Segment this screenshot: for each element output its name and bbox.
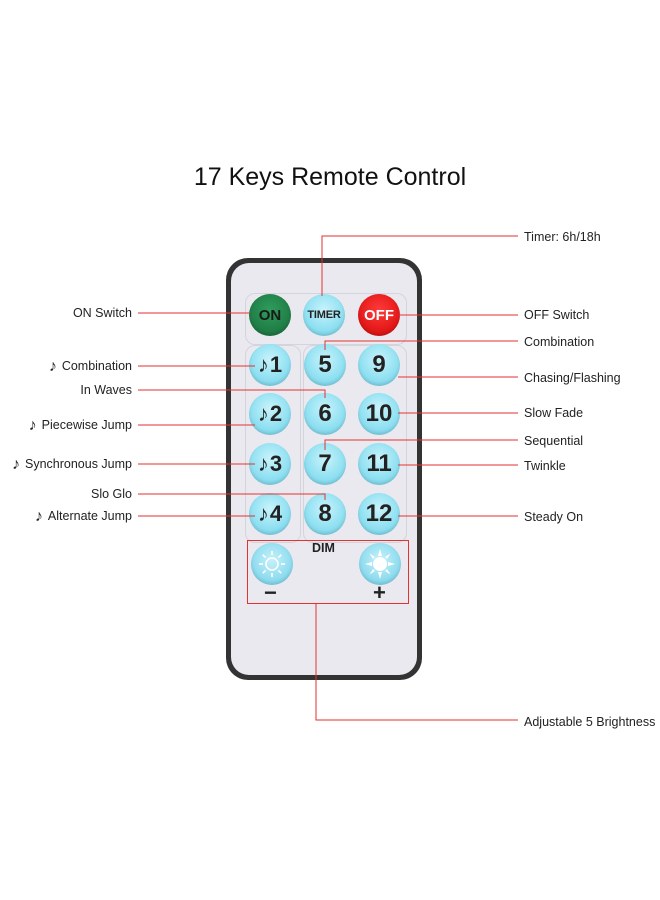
key-7-label: 7 (318, 450, 332, 477)
dim-section-highlight (247, 540, 409, 604)
music-note-icon: ♪ (34, 508, 43, 525)
label-chasing-flashing: Chasing/Flashing (524, 371, 621, 385)
label-in-waves: In Waves (80, 383, 132, 397)
music-note-icon: ♪ (257, 451, 269, 476)
label-steady-on: Steady On (524, 510, 584, 524)
key-8-label: 8 (318, 500, 332, 527)
dim-plus-sign: + (373, 580, 386, 605)
label-combination: Combination (524, 335, 595, 349)
timer-key[interactable]: TIMER (303, 294, 345, 336)
off-key-label: OFF (364, 306, 394, 324)
key-6[interactable]: 6 (304, 393, 346, 435)
dim-up-key[interactable] (359, 543, 401, 585)
key-9-label: 9 (372, 351, 386, 378)
dim-label: DIM (312, 541, 335, 555)
key-9[interactable]: 9 (358, 344, 400, 386)
label-synchronous-jump: ♪Synchronous Jump (11, 456, 132, 473)
label-sequential: Sequential (524, 434, 584, 448)
music-note-icon: ♪ (28, 417, 37, 434)
label-music-combination: ♪Combination (48, 358, 132, 375)
music-note-icon: ♪ (48, 358, 57, 375)
key-11[interactable]: 11 (358, 443, 400, 485)
music-note-icon: ♪ (11, 456, 20, 473)
music-note-icon: ♪ (257, 352, 269, 377)
label-piecewise-jump: ♪Piecewise Jump (28, 417, 132, 434)
key-5-label: 5 (318, 351, 332, 378)
music-key-3-label: 3 (269, 451, 283, 476)
sun-outline-icon (259, 551, 285, 577)
on-key-label: ON (258, 306, 282, 324)
dim-down-key[interactable] (251, 543, 293, 585)
music-key-3[interactable]: ♪3 (249, 443, 291, 485)
label-on-switch: ON Switch (72, 306, 132, 320)
mode-key-group (303, 345, 407, 543)
key-5[interactable]: 5 (304, 344, 346, 386)
diagram-title: 17 Keys Remote Control (193, 163, 467, 191)
key-8[interactable]: 8 (304, 493, 346, 535)
music-key-4[interactable]: ♪4 (249, 493, 291, 535)
label-adjustable-brightness: Adjustable 5 Brightness (524, 715, 656, 729)
music-key-1[interactable]: ♪1 (249, 344, 291, 386)
label-off-switch: OFF Switch (524, 308, 590, 322)
music-key-2-label: 2 (269, 401, 283, 426)
label-alternate-jump: ♪Alternate Jump (34, 508, 132, 525)
label-slo-glo: Slo Glo (91, 487, 132, 501)
key-10-label: 10 (365, 400, 393, 427)
music-key-2[interactable]: ♪2 (249, 393, 291, 435)
key-10[interactable]: 10 (358, 393, 400, 435)
sun-filled-icon (365, 549, 395, 579)
off-key[interactable]: OFF (358, 294, 400, 336)
music-key-4-label: 4 (269, 501, 283, 526)
on-key[interactable]: ON (249, 294, 291, 336)
dim-minus-sign: − (264, 580, 277, 605)
key-6-label: 6 (318, 400, 332, 427)
label-twinkle: Twinkle (524, 459, 566, 473)
key-12[interactable]: 12 (358, 493, 400, 535)
music-note-icon: ♪ (257, 501, 269, 526)
label-timer: Timer: 6h/18h (524, 230, 601, 244)
timer-key-label: TIMER (307, 309, 341, 321)
music-note-icon: ♪ (257, 401, 269, 426)
music-key-1-label: 1 (269, 352, 283, 377)
key-11-label: 11 (366, 450, 392, 477)
key-12-label: 12 (365, 500, 393, 527)
label-slow-fade: Slow Fade (524, 406, 584, 420)
